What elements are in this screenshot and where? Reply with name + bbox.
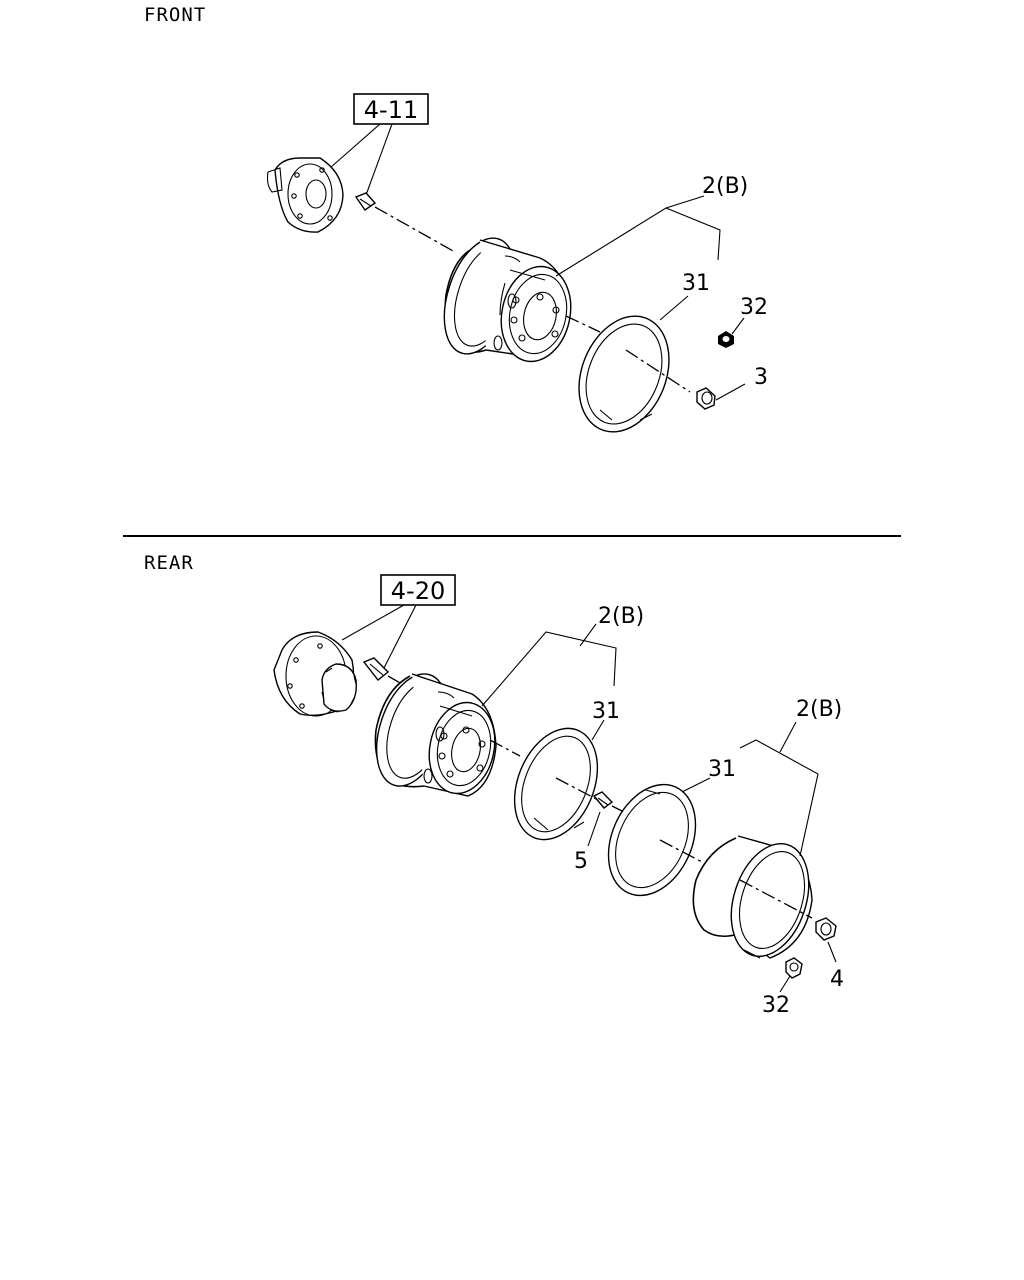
front-ring-leader (659, 295, 689, 321)
front-axis-line-3 (625, 349, 691, 393)
front-ring (578, 315, 670, 433)
rear-nut-leader (827, 941, 837, 963)
front-callout-nut[interactable]: 3 (754, 365, 768, 390)
rear-inner-ring-leader (591, 719, 605, 741)
rear-wheel-stud (592, 791, 614, 809)
front-callout-wheel[interactable]: 2(B) (702, 174, 748, 199)
front-ref-leader-hub (329, 123, 381, 169)
rear-outer-wheel-leader-2 (779, 721, 797, 753)
front-reference-label: 4-11 (364, 96, 418, 124)
front-wheel-nut (696, 387, 716, 410)
front-ref-leader-stud (365, 123, 393, 196)
rear-inner-wheel-leader-2 (579, 623, 597, 647)
rear-axis-line-6 (739, 879, 813, 919)
rear-hub-stud (362, 657, 390, 681)
rear-section-label: REAR (144, 552, 194, 574)
front-reference-box[interactable]: 4-11 (353, 93, 429, 125)
rear-axis-line-2 (489, 739, 521, 757)
front-hub (266, 157, 344, 233)
rear-cap-leader (779, 975, 791, 993)
rear-callout-outer-wheel[interactable]: 2(B) (796, 697, 842, 722)
rear-callout-stud[interactable]: 5 (574, 849, 588, 874)
front-callout-cap[interactable]: 32 (740, 295, 768, 320)
front-axis-line-2 (565, 315, 601, 333)
rear-reference-box[interactable]: 4-20 (380, 574, 456, 606)
rear-callout-nut[interactable]: 4 (830, 967, 844, 992)
front-wheel-leader-2 (665, 195, 705, 209)
front-cap-leader (731, 317, 745, 335)
front-section-label: FRONT (144, 4, 206, 26)
rear-axis-line-5 (659, 839, 703, 863)
rear-outer-wheel (692, 835, 813, 959)
rear-outer-ring-leader (681, 777, 711, 793)
front-nut-leader (715, 383, 746, 401)
front-axis-line (374, 206, 456, 253)
rear-stud-leader (587, 811, 601, 847)
rear-outer-wheel-leader (739, 739, 819, 857)
front-callout-ring[interactable]: 31 (682, 271, 710, 296)
rear-hub (273, 631, 357, 717)
rear-callout-inner-wheel[interactable]: 2(B) (598, 604, 644, 629)
front-hub-cap (718, 331, 734, 348)
front-hub-stud (354, 192, 377, 211)
rear-outer-ring (607, 783, 697, 897)
rear-callout-cap[interactable]: 32 (762, 993, 790, 1018)
front-wheel (443, 237, 572, 363)
rear-axis-line-3 (555, 777, 599, 801)
front-wheel-leader (555, 207, 721, 277)
rear-inner-wheel (374, 673, 497, 797)
rear-ref-leader-hub (341, 604, 405, 641)
rear-hub-cap (785, 957, 803, 979)
rear-reference-label: 4-20 (391, 577, 445, 605)
rear-callout-outer-ring[interactable]: 31 (708, 757, 736, 782)
rear-inner-ring (513, 727, 599, 841)
rear-ref-leader-stud (383, 604, 417, 669)
rear-callout-inner-ring[interactable]: 31 (592, 699, 620, 724)
rear-inner-wheel-leader (481, 631, 617, 707)
rear-wheel-nut (815, 917, 837, 941)
